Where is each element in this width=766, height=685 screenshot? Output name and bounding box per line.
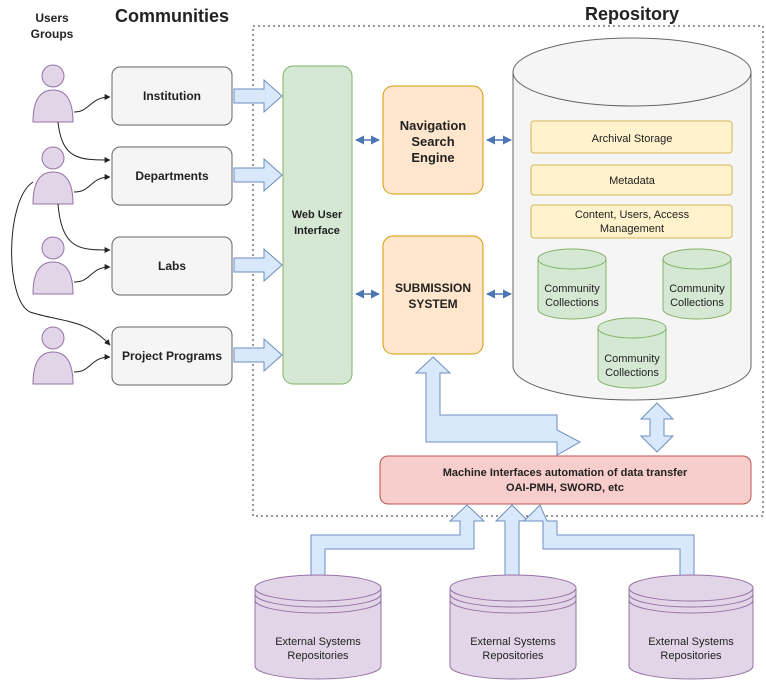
external-to-machine-arrows	[310, 504, 695, 578]
community-labs: Labs	[111, 236, 233, 296]
community-collection-cylinder: Community Collections	[537, 248, 607, 320]
external-label-line2: Repositories	[482, 650, 544, 662]
collection-label-line2: Collections	[605, 367, 659, 379]
external-label-line2: Repositories	[660, 650, 722, 662]
layer-label-line2: Management	[600, 223, 664, 235]
web-user-interface: Web User Interface	[282, 65, 353, 385]
community-institution: Institution	[111, 66, 233, 126]
community-departments: Departments	[111, 146, 233, 206]
external-repository-cylinder: External Systems Repositories	[254, 574, 382, 680]
submission-machine-arrow	[414, 356, 582, 456]
collection-label-line2: Collections	[670, 297, 724, 309]
external-label: External Systems	[648, 636, 734, 648]
machine-label: Machine Interfaces automation of data tr…	[443, 467, 688, 479]
navigation-search-engine: Navigation Search Engine	[382, 85, 484, 195]
user-icon	[32, 236, 74, 295]
layer-archival-storage: Archival Storage	[530, 120, 733, 154]
web-ui-label-line2: Interface	[294, 225, 340, 237]
collection-label: Community	[604, 353, 660, 365]
community-label: Institution	[143, 89, 201, 103]
user-connectors	[11, 94, 111, 373]
community-to-webui-arrows	[233, 78, 283, 373]
user-icon	[32, 146, 74, 205]
external-label: External Systems	[470, 636, 556, 648]
submission-system: SUBMISSION SYSTEM	[382, 235, 484, 355]
layer-metadata: Metadata	[530, 164, 733, 196]
external-label-line2: Repositories	[287, 650, 349, 662]
community-project-programs: Project Programs	[111, 326, 233, 386]
community-label: Project Programs	[122, 349, 222, 363]
nav-label: Navigation	[400, 118, 467, 133]
community-label: Labs	[158, 259, 186, 273]
layer-content-users-access: Content, Users, Access Management	[530, 204, 733, 239]
collection-label-line2: Collections	[545, 297, 599, 309]
communities-header: Communities	[115, 6, 229, 26]
collection-label: Community	[544, 283, 600, 295]
external-repository-cylinder: External Systems Repositories	[449, 574, 577, 680]
layer-label: Metadata	[609, 175, 656, 187]
repository-header: Repository	[585, 4, 679, 24]
user-icon	[32, 64, 74, 123]
community-collection-cylinder: Community Collections	[597, 317, 667, 389]
collection-label: Community	[669, 283, 725, 295]
layer-label: Archival Storage	[592, 133, 673, 145]
users-groups-header-line2: Groups	[31, 27, 74, 41]
external-label: External Systems	[275, 636, 361, 648]
nav-label-line3: Engine	[411, 150, 454, 165]
users-groups-header: Users	[35, 11, 69, 25]
submission-label-line2: SYSTEM	[408, 297, 457, 311]
repository-machine-arrow	[639, 402, 675, 453]
external-repository-cylinder: External Systems Repositories	[628, 574, 754, 680]
layer-label: Content, Users, Access	[575, 209, 690, 221]
user-icon	[32, 326, 74, 385]
nav-label-line2: Search	[411, 134, 454, 149]
community-label: Departments	[135, 169, 209, 183]
bidirectional-connectors	[355, 135, 512, 299]
machine-interfaces: Machine Interfaces automation of data tr…	[379, 455, 752, 505]
machine-label-line2: OAI-PMH, SWORD, etc	[506, 482, 624, 494]
web-ui-label: Web User	[292, 209, 343, 221]
community-collection-cylinder: Community Collections	[662, 248, 732, 320]
submission-label: SUBMISSION	[395, 281, 471, 295]
